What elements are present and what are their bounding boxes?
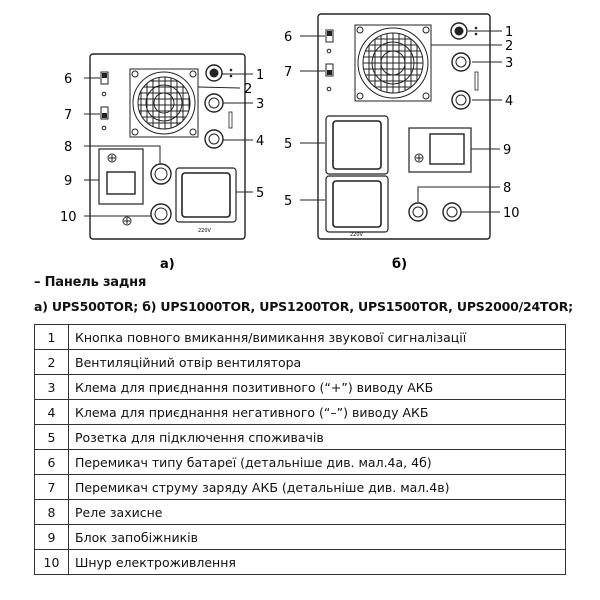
- legend-number: 2: [34, 349, 69, 375]
- callout-b-10: 10: [503, 206, 520, 221]
- table-row: 3 Клема для приєднання позитивного (“+”)…: [34, 374, 566, 400]
- callout-a-8: 8: [64, 140, 72, 155]
- models-subheading: а) UPS500TOR; б) UPS1000TOR, UPS1200TOR,…: [34, 299, 573, 314]
- panel-a-caption: а): [160, 257, 175, 272]
- panel-a-voltage-label: 220V: [198, 228, 212, 234]
- callout-b-7: 7: [284, 65, 292, 80]
- charge-current-switch-icon: [325, 63, 334, 92]
- legend-number: 5: [34, 424, 69, 450]
- protective-relay-icon: [150, 163, 172, 185]
- legend-number: 10: [34, 549, 69, 575]
- callout-a-4: 4: [256, 134, 264, 149]
- charge-current-switch-icon: [100, 106, 109, 131]
- power-cord-icon: [122, 203, 172, 226]
- callout-b-5-lower: 5: [284, 194, 292, 209]
- panel-a: 220V 1 2 3 4 5 6 7 8 9 10 а): [60, 53, 264, 272]
- battery-type-switch-icon: [325, 29, 334, 54]
- battery-terminal-positive-icon: [451, 52, 471, 72]
- output-socket-icon: [325, 175, 389, 233]
- power-cord-icon: [442, 202, 462, 222]
- output-socket-icon: [175, 167, 237, 223]
- callout-b-4: 4: [505, 94, 513, 109]
- legend-number: 1: [34, 324, 69, 350]
- callout-b-8: 8: [503, 181, 511, 196]
- legend-description: Шнур електроживлення: [68, 549, 566, 575]
- table-row: 6 Перемикач типу батареї (детальніше див…: [34, 449, 566, 475]
- legend-description: Перемикач струму заряду АКБ (детальніше …: [68, 474, 566, 500]
- battery-terminal-negative-icon: [204, 129, 224, 149]
- legend-table: 1 Кнопка повного вмикання/вимикання звук…: [34, 324, 566, 575]
- callout-b-5-upper: 5: [284, 137, 292, 152]
- fuse-block-icon: [408, 127, 472, 173]
- table-row: 9 Блок запобіжників: [34, 524, 566, 550]
- legend-number: 6: [34, 449, 69, 475]
- protective-relay-icon: [408, 202, 428, 222]
- table-row: 10 Шнур електроживлення: [34, 549, 566, 575]
- callout-a-3: 3: [256, 97, 264, 112]
- callout-a-1: 1: [256, 68, 264, 83]
- callout-a-2: 2: [244, 82, 252, 97]
- legend-number: 4: [34, 399, 69, 425]
- callout-a-7: 7: [64, 108, 72, 123]
- fuse-block-icon: [98, 148, 144, 205]
- battery-terminal-positive-icon: [204, 93, 224, 113]
- output-socket-icon: [325, 115, 389, 175]
- legend-description: Клема для приєднання негативного (“–”) в…: [68, 399, 566, 425]
- callout-a-6: 6: [64, 72, 72, 87]
- callout-a-9: 9: [64, 174, 72, 189]
- table-row: 8 Реле захисне: [34, 499, 566, 525]
- legend-number: 3: [34, 374, 69, 400]
- section-heading: – Панель задня: [34, 275, 147, 290]
- legend-description: Вентиляційний отвір вентилятора: [68, 349, 566, 375]
- callout-b-1: 1: [505, 25, 513, 40]
- legend-description: Клема для приєднання позитивного (“+”) в…: [68, 374, 566, 400]
- callout-a-10: 10: [60, 210, 77, 225]
- buzzer-button-icon: [450, 22, 478, 40]
- rear-panel-diagram: 220V 1 2 3 4 5 6 7 8 9 10 а): [60, 13, 520, 272]
- fan-icon: [129, 68, 199, 138]
- battery-type-switch-icon: [100, 71, 109, 97]
- callout-b-9: 9: [503, 143, 511, 158]
- legend-number: 9: [34, 524, 69, 550]
- callout-b-2: 2: [505, 39, 513, 54]
- callout-b-6: 6: [284, 30, 292, 45]
- panel-b: 220V: [284, 13, 520, 272]
- buzzer-button-icon: [205, 64, 233, 82]
- callout-b-3: 3: [505, 56, 513, 71]
- legend-description: Перемикач типу батареї (детальніше див. …: [68, 449, 566, 475]
- table-row: 2 Вентиляційний отвір вентилятора: [34, 349, 566, 375]
- legend-description: Кнопка повного вмикання/вимикання звуков…: [68, 324, 566, 350]
- legend-description: Розетка для підключення споживачів: [68, 424, 566, 450]
- legend-description: Блок запобіжників: [68, 524, 566, 550]
- fan-icon: [354, 24, 432, 102]
- table-row: 4 Клема для приєднання негативного (“–”)…: [34, 399, 566, 425]
- legend-number: 8: [34, 499, 69, 525]
- legend-number: 7: [34, 474, 69, 500]
- callout-a-5: 5: [256, 186, 264, 201]
- table-row: 1 Кнопка повного вмикання/вимикання звук…: [34, 324, 566, 350]
- battery-terminal-negative-icon: [451, 90, 471, 110]
- table-row: 7 Перемикач струму заряду АКБ (детальніш…: [34, 474, 566, 500]
- legend-description: Реле захисне: [68, 499, 566, 525]
- panel-b-caption: б): [392, 257, 407, 272]
- panel-b-voltage-label: 220V: [350, 232, 364, 238]
- table-row: 5 Розетка для підключення споживачів: [34, 424, 566, 450]
